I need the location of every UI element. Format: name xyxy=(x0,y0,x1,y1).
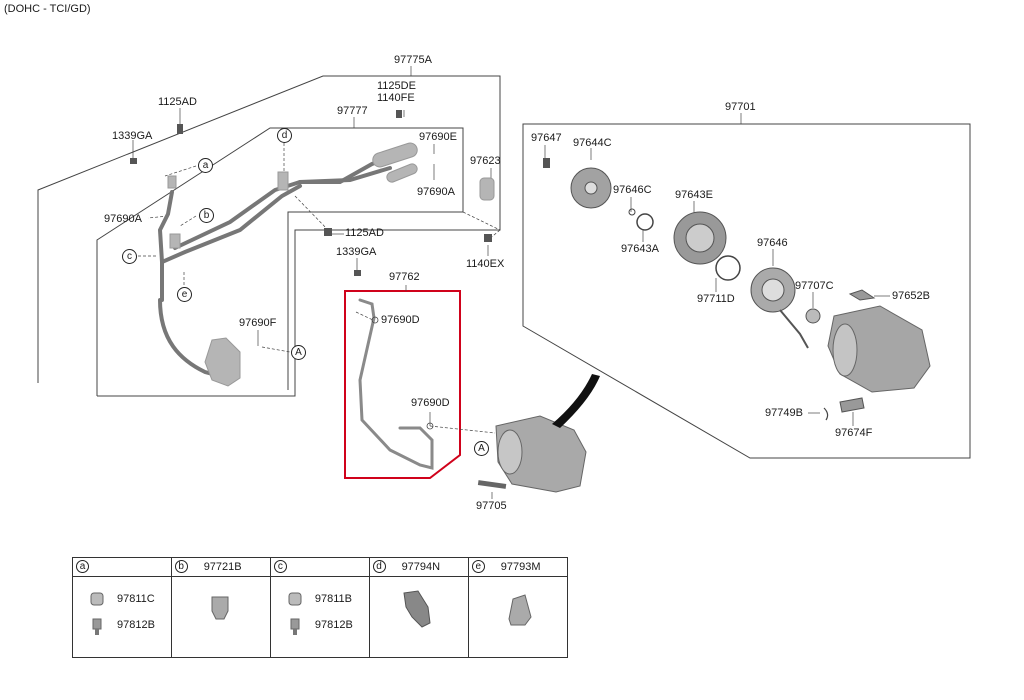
legend-table: a b 97721B c d 97794N e 97793M 97811C 97812… xyxy=(72,557,569,658)
bracket-icon xyxy=(402,590,431,628)
callout-a: a xyxy=(198,158,213,173)
callout-b: b xyxy=(199,208,214,223)
hose-97762 xyxy=(358,298,434,470)
legend-part-97812B-a: 97812B xyxy=(117,619,155,631)
label-97690F: 97690F xyxy=(239,317,277,329)
legend-title-d: 97794N xyxy=(401,561,441,573)
label-97690E: 97690E xyxy=(419,131,457,143)
label-97623: 97623 xyxy=(470,155,501,167)
label-97711D: 97711D xyxy=(697,293,735,305)
label-97705: 97705 xyxy=(476,500,507,512)
callout-A1: A xyxy=(291,345,306,360)
compressor-main xyxy=(495,415,587,493)
label-97701: 97701 xyxy=(725,101,756,113)
legend-callout-a: a xyxy=(76,560,89,573)
callout-d: d xyxy=(277,128,292,143)
outline-97777 xyxy=(96,127,464,396)
label-97775A: 97775A xyxy=(394,54,432,66)
legend-cell-d xyxy=(370,577,468,657)
label-97647: 97647 xyxy=(531,132,562,144)
mount-icon xyxy=(508,594,532,626)
legend-title-b: 97721B xyxy=(203,561,242,573)
compressor-body-97701 xyxy=(827,305,931,393)
label-1339GA-mid: 1339GA xyxy=(336,246,377,258)
label-97644C: 97644C xyxy=(573,137,612,149)
clamp-icon xyxy=(211,596,229,620)
label-1125AD-mid: 1125AD xyxy=(345,227,384,239)
legend-cell-b xyxy=(172,577,270,657)
outline-97775A xyxy=(37,75,501,397)
muffler xyxy=(372,142,418,168)
expansion-fitting xyxy=(204,337,241,387)
callout-A2: A xyxy=(474,441,489,456)
legend-title-e: 97793M xyxy=(500,561,541,573)
page-header: (DOHC - TCI/GD) xyxy=(4,3,91,15)
legend-part-97811C: 97811C xyxy=(117,593,155,605)
label-1140FE: 1140FE xyxy=(377,92,415,104)
label-97646C: 97646C xyxy=(613,184,652,196)
label-97643A: 97643A xyxy=(621,243,659,255)
legend-cell-a: 97811C 97812B xyxy=(73,577,171,657)
label-97690D-bot: 97690D xyxy=(411,397,450,409)
hose-main xyxy=(158,298,222,378)
legend-part-97811B: 97811B xyxy=(314,593,352,605)
callout-c: c xyxy=(122,249,137,264)
label-1339GA-top: 1339GA xyxy=(112,130,153,142)
pointer-wedge xyxy=(552,374,600,428)
label-97652B: 97652B xyxy=(892,290,930,302)
label-97690A-right: 97690A xyxy=(417,186,455,198)
label-97646: 97646 xyxy=(757,237,788,249)
receiver-drier xyxy=(479,177,495,201)
legend-part-97812B-c: 97812B xyxy=(314,619,353,631)
legend-callout-c: c xyxy=(273,560,287,573)
label-97749B: 97749B xyxy=(765,407,803,419)
legend-cell-c: 97811B 97812B xyxy=(271,577,369,657)
label-97690D-top: 97690D xyxy=(381,314,420,326)
callout-e: e xyxy=(177,287,192,302)
cap-icon xyxy=(288,592,302,635)
legend-callout-b: b xyxy=(174,560,188,573)
cap-icon xyxy=(90,592,104,635)
legend-callout-e: e xyxy=(471,560,485,573)
label-97762: 97762 xyxy=(389,271,420,283)
label-97643E: 97643E xyxy=(675,189,713,201)
label-97707C: 97707C xyxy=(795,280,834,292)
highlight-97762 xyxy=(344,290,461,479)
label-1140EX: 1140EX xyxy=(466,258,505,270)
label-97777: 97777 xyxy=(337,105,368,117)
label-97690A-left: 97690A xyxy=(104,213,142,225)
legend-callout-d: d xyxy=(372,560,386,573)
label-1125DE: 1125DE xyxy=(377,80,416,92)
outline-97701 xyxy=(522,123,971,459)
label-1125AD-top: 1125AD xyxy=(158,96,197,108)
legend-cell-e xyxy=(469,577,567,657)
exploded-parts xyxy=(543,158,931,421)
label-97674F: 97674F xyxy=(835,427,873,439)
